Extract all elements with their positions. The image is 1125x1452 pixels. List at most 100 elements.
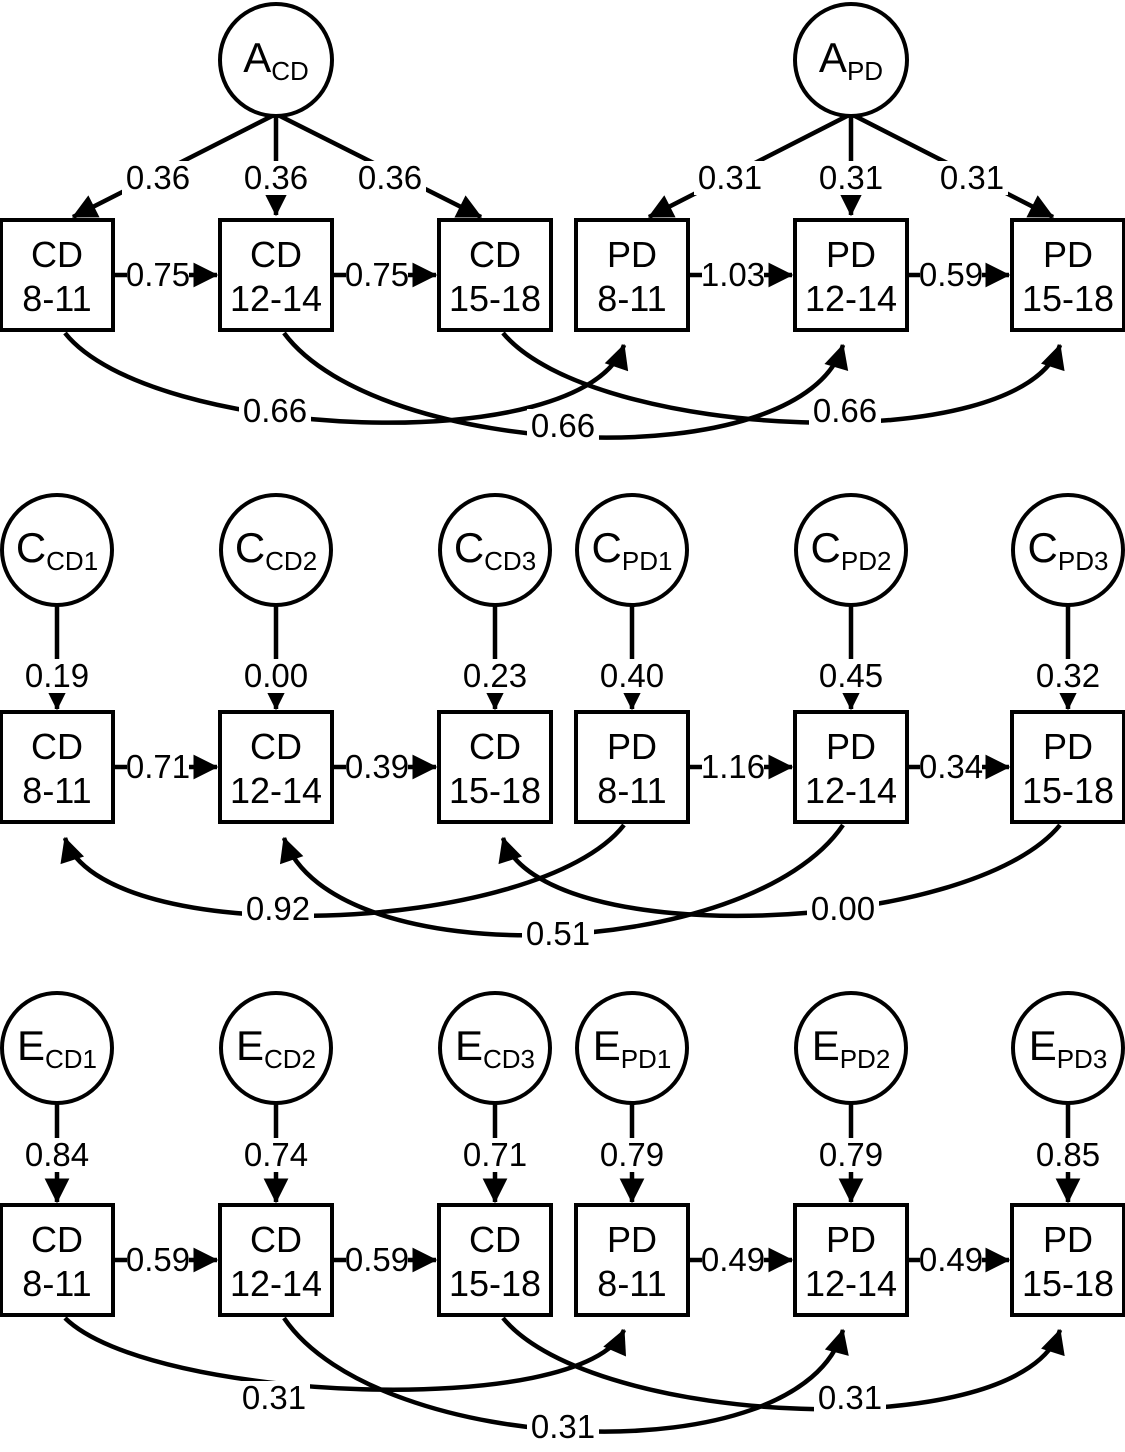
loading-label: 0.36 (354, 159, 426, 196)
observed-box (0, 218, 115, 332)
loading-label: 0.36 (240, 159, 312, 196)
svg-text:0.74: 0.74 (244, 1136, 308, 1173)
latent-label-c-pd3: CPD3 (1028, 524, 1109, 576)
cross-lag-label: 0.51 (522, 915, 594, 952)
svg-text:0.36: 0.36 (126, 159, 190, 196)
svg-text:0.31: 0.31 (242, 1379, 306, 1416)
observed-box (1010, 710, 1125, 824)
latent-circle-c-pd3 (1011, 493, 1125, 607)
observed-box (0, 710, 115, 824)
stability-label: 0.59 (919, 256, 983, 293)
latent-circle-c-cd2 (219, 493, 333, 607)
svg-text:0.31: 0.31 (698, 159, 762, 196)
loading-label: 0.31 (815, 159, 887, 196)
cross-lag-label: 0.66 (809, 392, 881, 429)
svg-text:0.51: 0.51 (526, 915, 590, 952)
loading-label: 0.00 (240, 657, 312, 694)
svg-text:0.49: 0.49 (701, 1241, 765, 1278)
svg-text:0.71: 0.71 (126, 748, 190, 785)
svg-text:0.36: 0.36 (244, 159, 308, 196)
stability-label: 1.03 (701, 256, 765, 293)
loading-label: 0.40 (596, 657, 668, 694)
latent-label-c-pd2: CPD2 (811, 524, 892, 576)
svg-text:0.31: 0.31 (819, 159, 883, 196)
latent-label-e-cd2: ECD2 (236, 1022, 316, 1074)
cross-lag-label: 0.31 (527, 1408, 599, 1445)
loading-label: 0.19 (21, 657, 93, 694)
latent-label-c-pd1: CPD1 (592, 524, 673, 576)
svg-text:0.59: 0.59 (345, 1241, 409, 1278)
latent-label-c-cd2: CCD2 (235, 524, 317, 576)
svg-text:0.19: 0.19 (25, 657, 89, 694)
svg-text:0.32: 0.32 (1036, 657, 1100, 694)
stability-label: 1.16 (701, 748, 765, 785)
observed-box (437, 218, 553, 332)
latent-circle-a-pd (793, 2, 909, 118)
latent-label-a-cd: ACD (243, 34, 309, 86)
loading-label: 0.79 (596, 1136, 668, 1173)
cross-lag-label: 0.31 (238, 1379, 310, 1416)
svg-text:0.75: 0.75 (345, 256, 409, 293)
observed-box (1010, 1203, 1125, 1317)
svg-text:0.71: 0.71 (463, 1136, 527, 1173)
observed-box (793, 710, 909, 824)
svg-text:0.84: 0.84 (25, 1136, 89, 1173)
svg-text:0.66: 0.66 (243, 392, 307, 429)
latent-label-c-cd1: CCD1 (16, 524, 98, 576)
svg-text:1.16: 1.16 (701, 748, 765, 785)
latent-label-e-cd1: ECD1 (17, 1022, 97, 1074)
loading-label: 0.71 (459, 1136, 531, 1173)
stability-label: 0.49 (701, 1241, 765, 1278)
stability-label: 0.49 (919, 1241, 983, 1278)
loading-label: 0.31 (936, 159, 1008, 196)
svg-text:0.31: 0.31 (818, 1379, 882, 1416)
loading-label: 0.45 (815, 657, 887, 694)
stability-label: 0.75 (345, 256, 409, 293)
latent-circle-e-pd1 (575, 991, 689, 1105)
cross-lag-curve (501, 331, 1065, 425)
latent-label-a-pd: APD (819, 34, 883, 86)
svg-text:0.45: 0.45 (819, 657, 883, 694)
observed-box (437, 710, 553, 824)
loading-label: 0.84 (21, 1136, 93, 1173)
cross-lag-label: 0.66 (239, 392, 311, 429)
svg-text:0.59: 0.59 (126, 1241, 190, 1278)
cross-lag-curve (63, 1316, 627, 1392)
cross-lag-label: 0.31 (814, 1379, 886, 1416)
observed-box (1010, 218, 1125, 332)
observed-box (793, 1203, 909, 1317)
stability-label: 0.59 (126, 1241, 190, 1278)
latent-circle-c-pd2 (794, 493, 908, 607)
observed-box (437, 1203, 553, 1317)
observed-box (793, 218, 909, 332)
svg-text:0.79: 0.79 (600, 1136, 664, 1173)
cross-lag-label: 0.66 (527, 407, 599, 444)
latent-circle-c-cd3 (438, 493, 552, 607)
loading-label: 0.74 (240, 1136, 312, 1173)
cross-lag-label: 0.00 (807, 890, 879, 927)
svg-text:0.75: 0.75 (126, 256, 190, 293)
observed-box (574, 1203, 690, 1317)
loading-label: 0.85 (1032, 1136, 1104, 1173)
svg-text:0.49: 0.49 (919, 1241, 983, 1278)
latent-circle-e-cd2 (219, 991, 333, 1105)
svg-text:0.23: 0.23 (463, 657, 527, 694)
cross-lag-curve (498, 823, 1062, 919)
loading-label: 0.32 (1032, 657, 1104, 694)
svg-text:1.03: 1.03 (701, 256, 765, 293)
